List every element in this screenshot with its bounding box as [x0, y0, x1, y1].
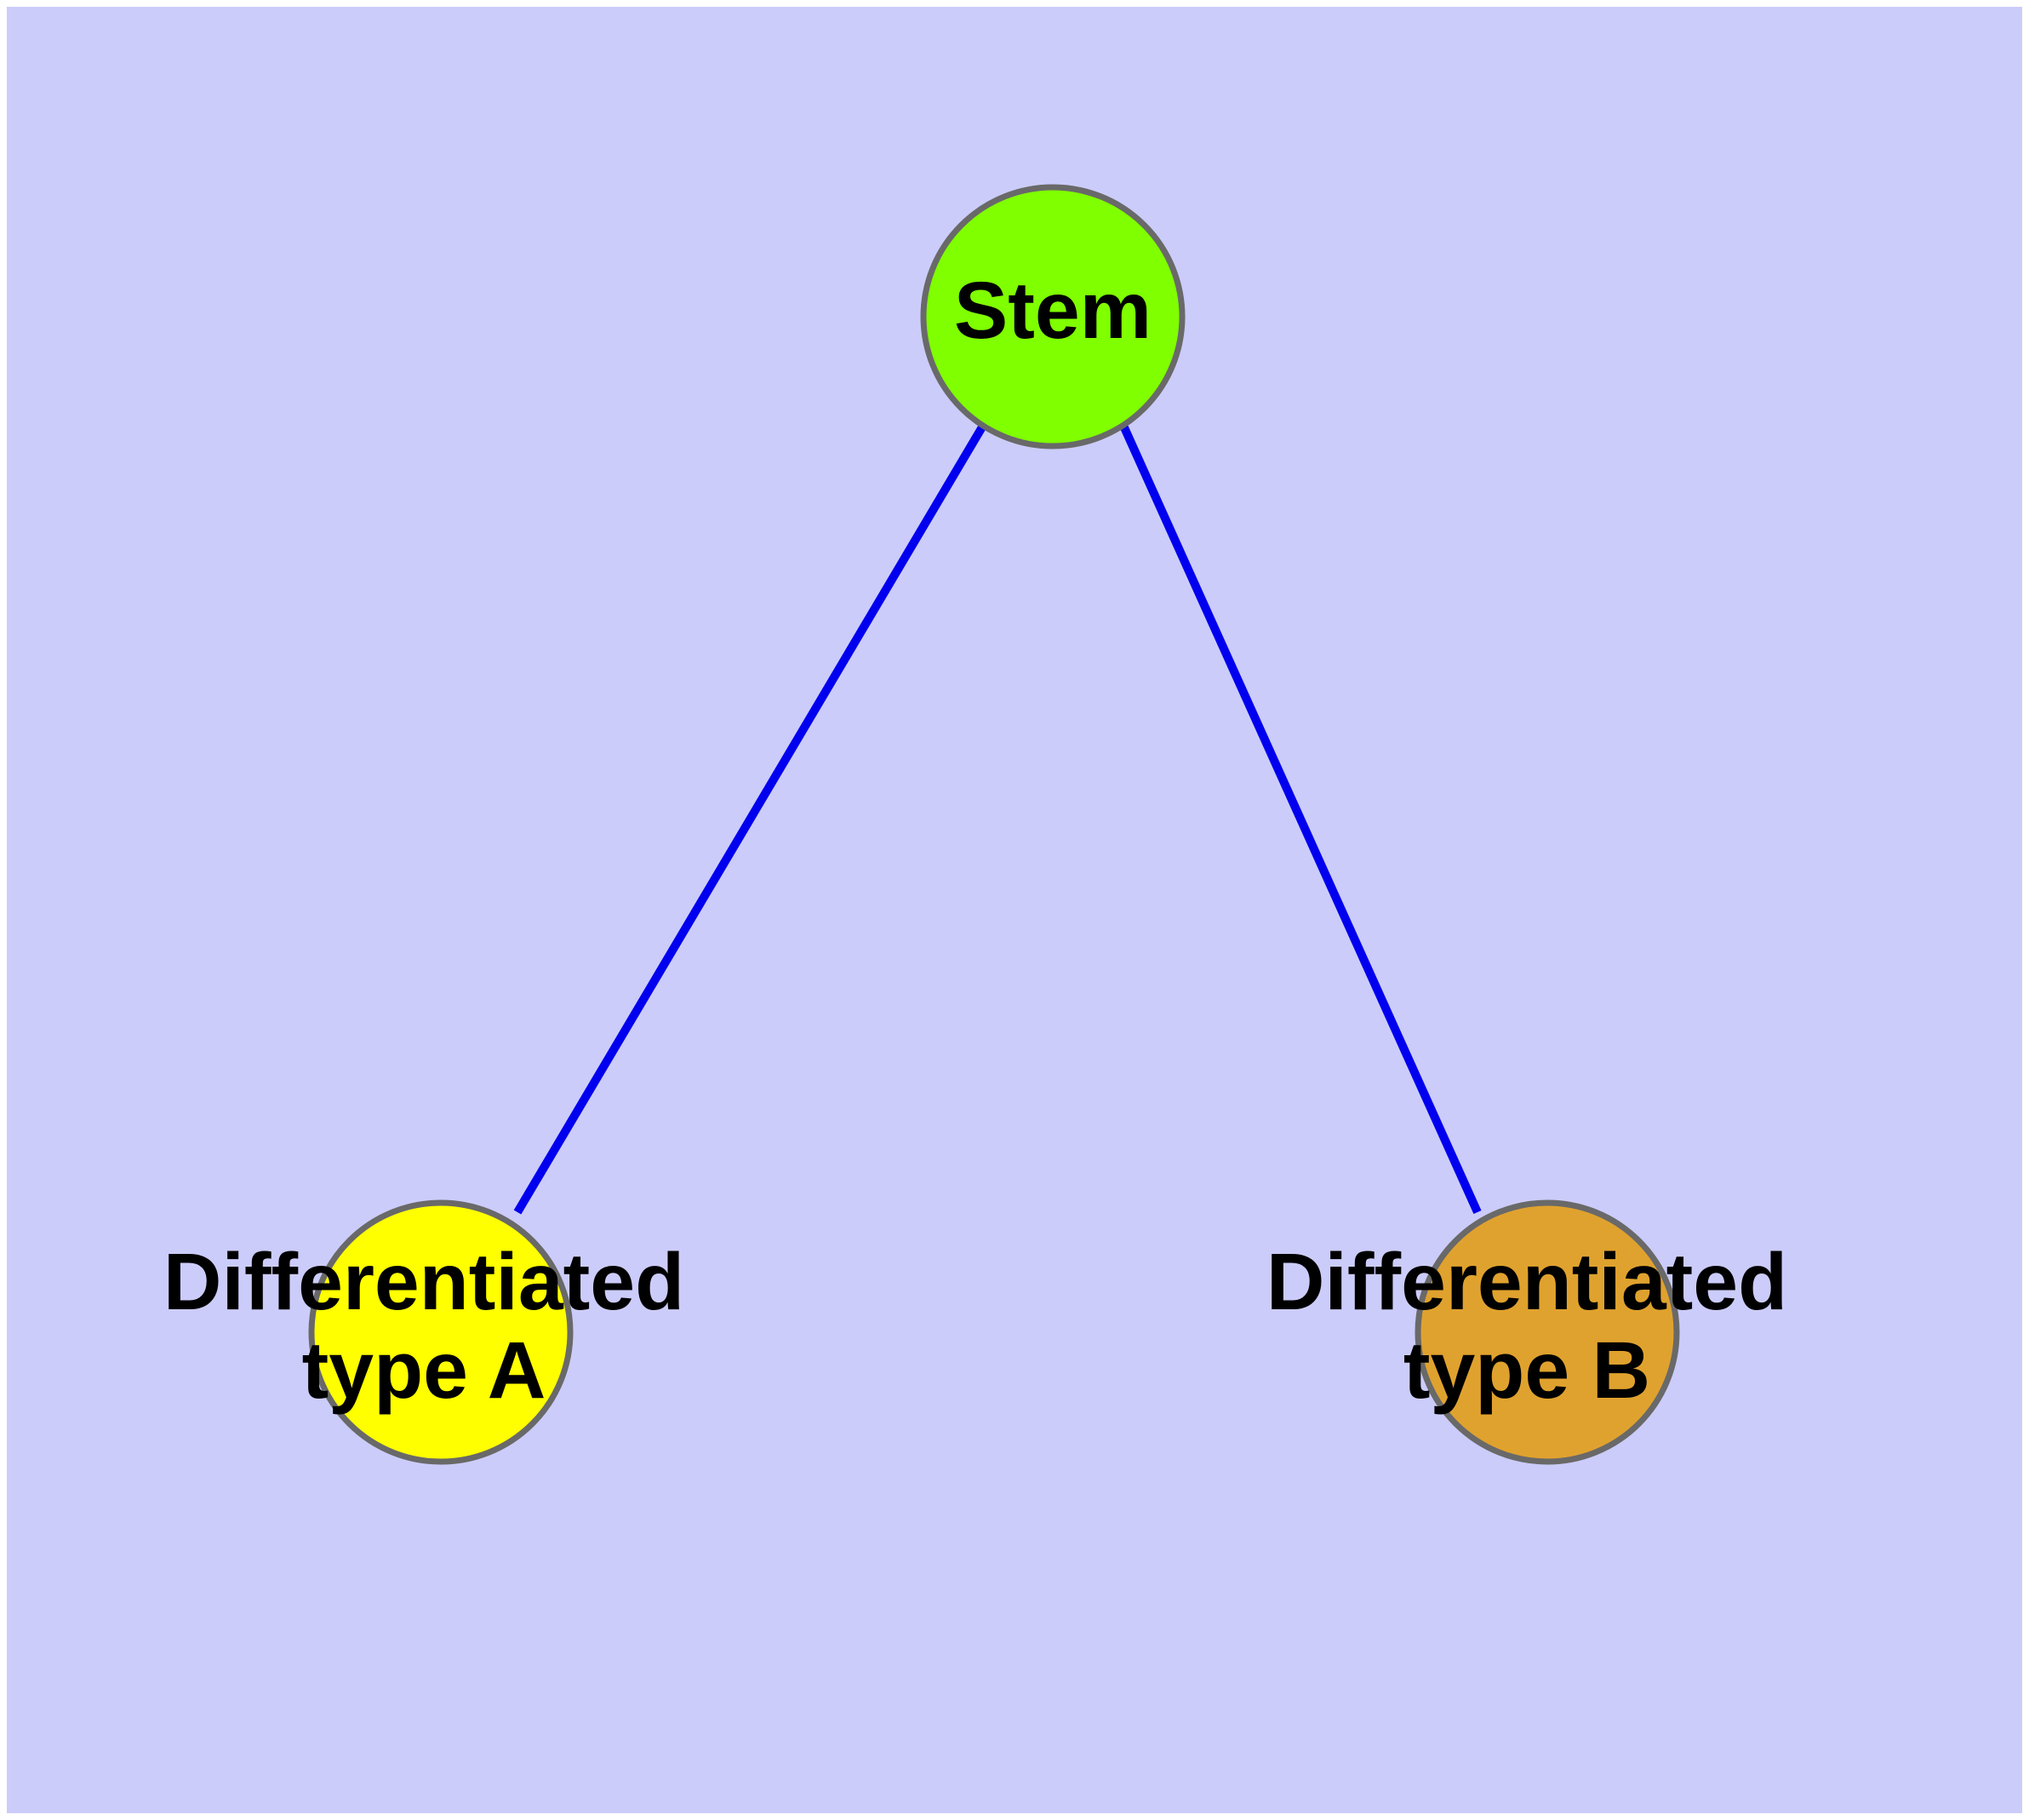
edges-layer: [513, 423, 1482, 1215]
node-diff_b[interactable]: [1415, 1199, 1680, 1465]
label-line: Stem: [954, 266, 1152, 356]
node-stem[interactable]: [920, 184, 1186, 449]
label-line: Differentiated: [1266, 1237, 1787, 1327]
nodes-layer: [308, 184, 1680, 1465]
edge-stem-diff-b[interactable]: [1119, 423, 1482, 1215]
edge-stem-diff-a[interactable]: [513, 423, 987, 1215]
label-line: type B: [1403, 1325, 1650, 1416]
node-label-stem: Stem: [954, 266, 1152, 356]
label-line: type A: [302, 1325, 546, 1416]
node-diff_a[interactable]: [308, 1199, 574, 1465]
label-line: Differentiated: [163, 1237, 684, 1327]
